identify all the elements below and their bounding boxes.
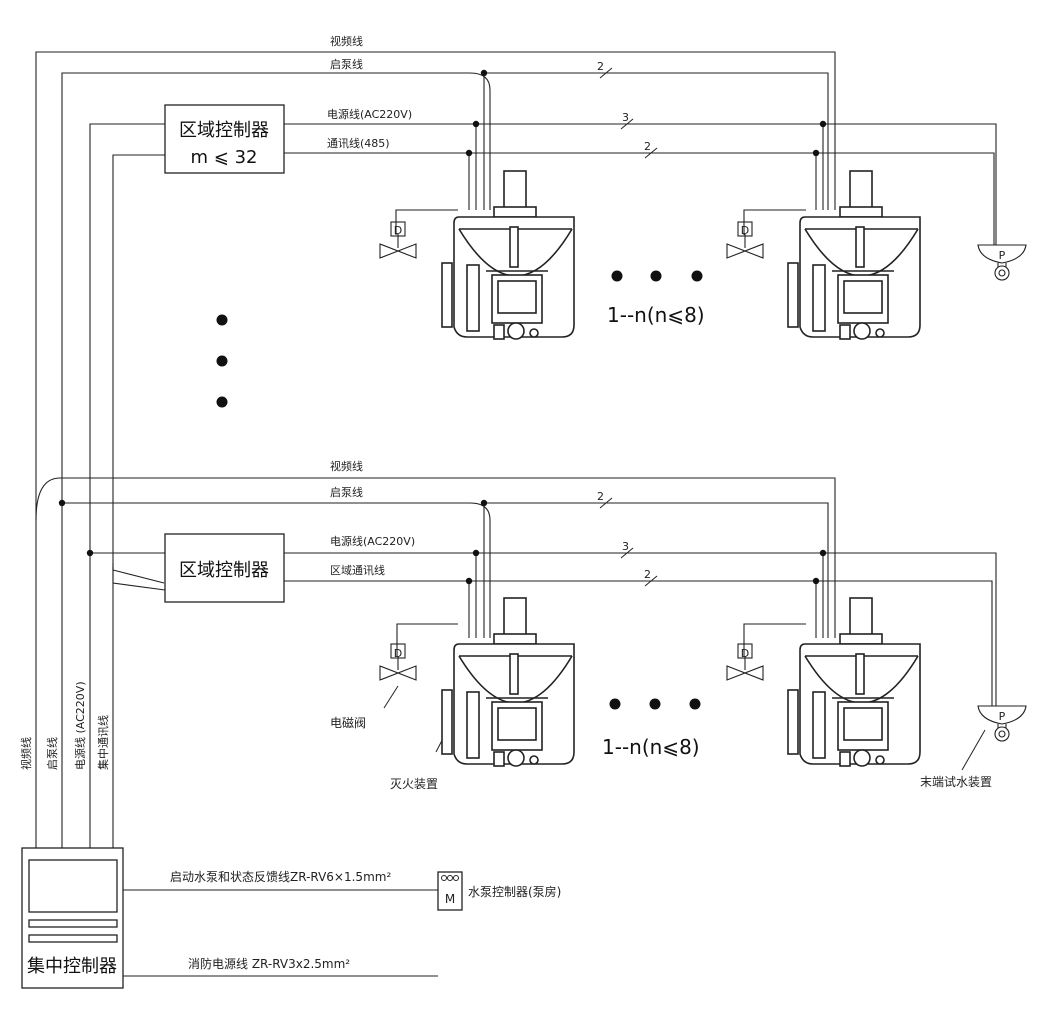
top-comm-line-label: 通讯线(485) [327, 136, 390, 150]
vertical-line-labels: 视频线 启泵线 电源线 (AC220V) 集中通讯线 [19, 681, 110, 770]
bottom-power-line-label: 电源线(AC220V) [330, 534, 415, 548]
bottom-comm-line-label: 区域通讯线 [330, 563, 385, 577]
central-controller: 集中控制器 [21, 847, 124, 989]
top-device-range: 1--n(n⩽8) [607, 303, 705, 327]
top-fire-extinguisher-2 [787, 170, 921, 340]
bottom-power-count: 3 [622, 540, 629, 553]
feedback-line-label: 启动水泵和状态反馈线ZR-RV6×1.5mm² [170, 870, 391, 884]
vertical-ellipsis [216, 314, 228, 408]
bottom-labels: 视频线 启泵线 电源线(AC220V) 区域通讯线 2 3 2 电磁阀 灭火装置… [330, 459, 992, 791]
top-devices: D D P 1--n(n⩽8) [379, 170, 1027, 340]
top-pump-line-label: 启泵线 [330, 57, 363, 71]
end-test-label: 末端试水装置 [920, 774, 992, 789]
central-outputs: 启动水泵和状态反馈线ZR-RV6×1.5mm² 消防电源线 ZR-RV3x2.5… [123, 870, 438, 977]
top-zone-controller: 区域控制器 m ⩽ 32 [164, 104, 285, 174]
bottom-zone-controller: 区域控制器 [164, 533, 285, 603]
bottom-valve-letter-1: D [394, 647, 402, 660]
pump-controller: M 水泵控制器(泵房) [437, 871, 561, 911]
top-fire-extinguisher-1 [441, 170, 575, 340]
bottom-valve-letter-2: D [741, 647, 749, 660]
top-labels: 视频线 启泵线 电源线(AC220V) 通讯线(485) 2 3 2 [327, 34, 651, 153]
vertical-comm-label: 集中通讯线 [96, 715, 110, 770]
top-zone-controller-limit: m ⩽ 32 [191, 147, 258, 168]
top-comm-count: 2 [644, 140, 651, 153]
top-test-letter: P [999, 249, 1006, 262]
bottom-test-letter: P [999, 710, 1006, 723]
power-line-label: 消防电源线 ZR-RV3x2.5mm² [188, 956, 350, 971]
top-wiring [35, 51, 997, 848]
bottom-video-line-label: 视频线 [330, 459, 363, 473]
extinguisher-label: 灭火装置 [390, 777, 438, 791]
top-valve-letter-2: D [741, 224, 749, 237]
top-power-count: 3 [622, 111, 629, 124]
top-zone-controller-title: 区域控制器 [179, 120, 269, 141]
vertical-video-label: 视频线 [19, 737, 33, 770]
bottom-comm-count: 2 [644, 568, 651, 581]
top-valve-letter-1: D [394, 224, 402, 237]
valve-label: 电磁阀 [330, 715, 366, 730]
top-video-line-label: 视频线 [330, 34, 363, 48]
vertical-power-label: 电源线 (AC220V) [73, 681, 87, 770]
bottom-fire-extinguisher-1 [441, 597, 575, 767]
bottom-wiring [35, 477, 997, 771]
bottom-fire-extinguisher-2 [787, 597, 921, 767]
bottom-zone-controller-title: 区域控制器 [179, 560, 269, 581]
top-power-line-label: 电源线(AC220V) [327, 107, 412, 121]
vertical-pump-label: 启泵线 [45, 737, 59, 770]
top-pump-count: 2 [597, 60, 604, 73]
bottom-pump-count: 2 [597, 490, 604, 503]
bottom-devices: D D P 1--n(n⩽8) [379, 597, 1027, 767]
pump-controller-symbol: M [445, 892, 455, 906]
bottom-device-range: 1--n(n⩽8) [602, 735, 700, 759]
pump-controller-label: 水泵控制器(泵房) [468, 884, 561, 899]
bottom-pump-line-label: 启泵线 [330, 485, 363, 499]
central-controller-title: 集中控制器 [27, 956, 117, 977]
